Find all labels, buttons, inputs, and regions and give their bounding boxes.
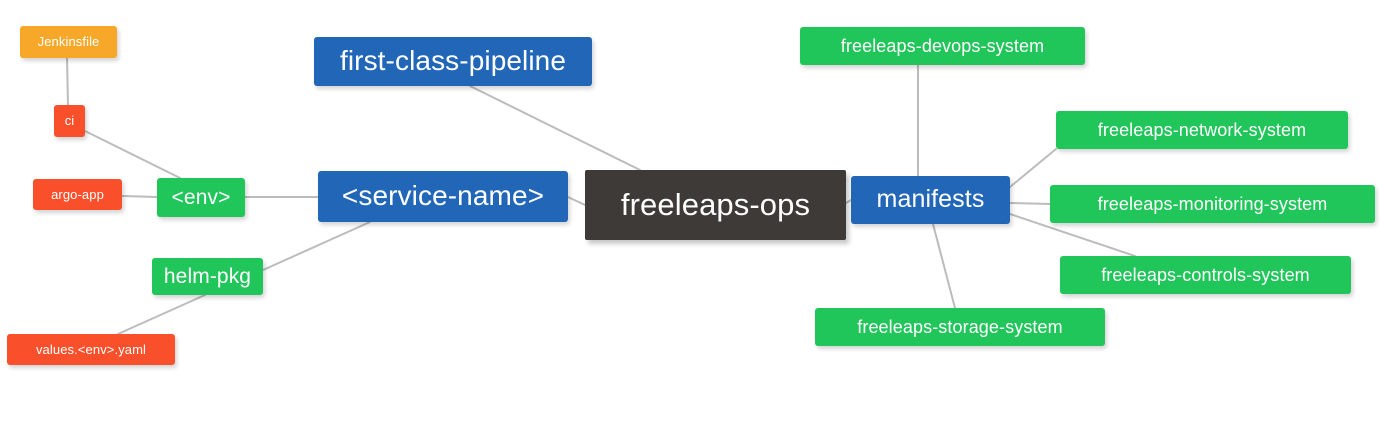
node-label-jenkinsfile: Jenkinsfile [37, 34, 100, 49]
edge-manifests-to-network [1009, 148, 1057, 188]
node-label-root: freeleaps-ops [620, 187, 811, 222]
node-helm[interactable]: helm-pkg [152, 258, 263, 295]
node-label-manifests: manifests [876, 185, 985, 213]
edge-manifests-to-monitoring [1009, 202, 1051, 205]
node-label-devops: freeleaps-devops-system [840, 35, 1045, 56]
node-label-network: freeleaps-network-system [1097, 119, 1307, 140]
node-label-monitoring: freeleaps-monitoring-system [1097, 193, 1328, 214]
node-label-storage: freeleaps-storage-system [857, 316, 1063, 337]
node-env[interactable]: <env> [157, 178, 245, 217]
edge-env-to-argoapp [121, 195, 158, 198]
node-label-controls: freeleaps-controls-system [1101, 264, 1310, 285]
edge-service-to-helm [262, 221, 371, 271]
node-label-env: <env> [171, 185, 231, 209]
node-root[interactable]: freeleaps-ops [585, 170, 846, 240]
node-label-argoapp: argo-app [51, 186, 104, 202]
node-ci[interactable]: ci [54, 105, 85, 137]
node-label-ci: ci [64, 113, 75, 128]
edge-ci-to-jenkinsfile [66, 57, 69, 106]
node-monitoring[interactable]: freeleaps-monitoring-system [1050, 185, 1375, 223]
node-valuesyaml[interactable]: values.<env>.yaml [7, 334, 175, 365]
node-argoapp[interactable]: argo-app [33, 179, 122, 210]
node-devops[interactable]: freeleaps-devops-system [800, 27, 1085, 65]
node-manifests[interactable]: manifests [851, 176, 1010, 224]
node-label-pipeline: first-class-pipeline [339, 45, 567, 76]
edge-root-to-pipeline [469, 85, 641, 171]
edge-root-to-service [567, 196, 586, 206]
node-label-service: <service-name> [341, 180, 545, 211]
node-service[interactable]: <service-name> [318, 171, 568, 222]
node-label-valuesyaml: values.<env>.yaml [35, 341, 147, 357]
node-label-helm: helm-pkg [163, 264, 252, 288]
edge-helm-to-valuesyaml [117, 294, 206, 335]
node-pipeline[interactable]: first-class-pipeline [314, 37, 592, 86]
node-network[interactable]: freeleaps-network-system [1056, 111, 1348, 149]
node-jenkinsfile[interactable]: Jenkinsfile [20, 26, 117, 58]
node-storage[interactable]: freeleaps-storage-system [815, 308, 1105, 346]
edge-manifests-to-storage [932, 223, 956, 309]
node-controls[interactable]: freeleaps-controls-system [1060, 256, 1351, 294]
edge-env-to-ci [84, 130, 181, 179]
